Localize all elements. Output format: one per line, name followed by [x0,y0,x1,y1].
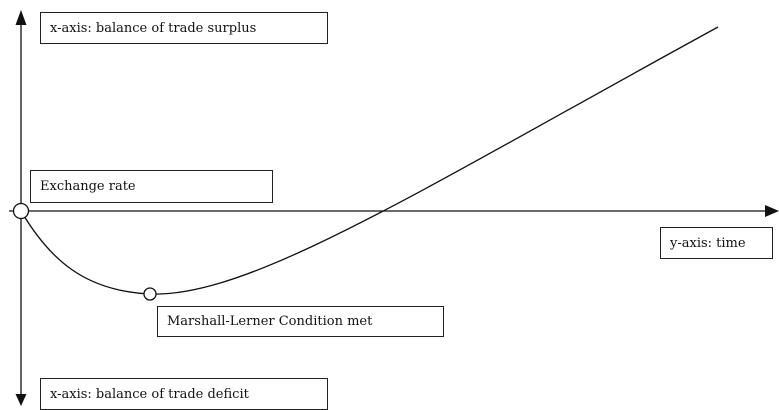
surplus-label-box: x-axis: balance of trade surplus [40,12,328,44]
time-label-box: y-axis: time [660,227,773,259]
time-label: y-axis: time [670,235,746,251]
origin-marker [12,202,30,220]
marshall-lerner-label-box: Marshall-Lerner Condition met [157,306,444,337]
vertical-axis-bottom-arrow [15,394,27,406]
surplus-label: x-axis: balance of trade surplus [50,20,257,36]
marshall-lerner-marker [143,287,157,301]
deficit-label: x-axis: balance of trade deficit [50,386,249,402]
j-curve [20,26,719,295]
horizontal-axis-right-arrow [765,205,779,217]
exchange-rate-label: Exchange rate [40,179,136,194]
exchange-rate-label-box: Exchange rate [30,170,273,203]
vertical-axis-top-arrow [15,10,27,25]
deficit-label-box: x-axis: balance of trade deficit [40,378,328,410]
marshall-lerner-label: Marshall-Lerner Condition met [167,314,373,329]
